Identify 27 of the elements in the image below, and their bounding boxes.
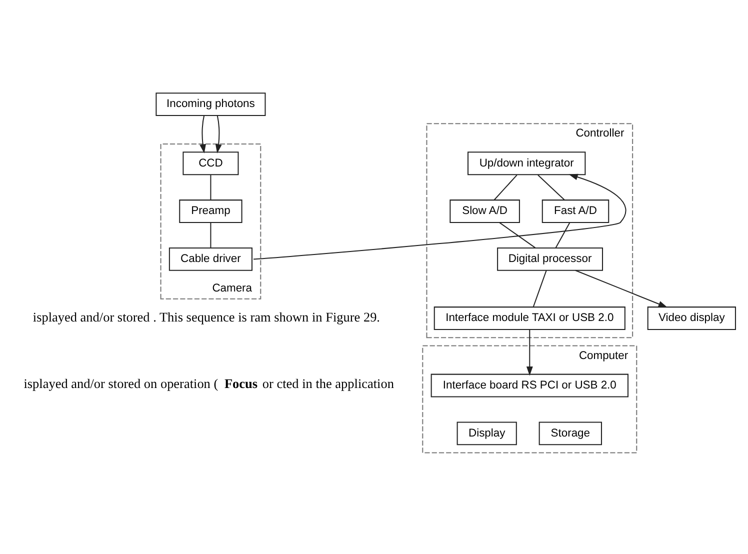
node-box: Interface board RS PCI or USB 2.0 [430, 374, 628, 398]
connector [494, 174, 518, 200]
arrow [253, 174, 626, 260]
node-box: Display [456, 422, 517, 446]
node-box: Preamp [179, 200, 242, 223]
node-box: Up/down integrator [468, 152, 586, 176]
connector [499, 222, 536, 248]
connector [210, 175, 212, 200]
arrow [215, 115, 222, 154]
node-box: Cable driver [168, 247, 252, 271]
arrow [575, 270, 668, 308]
node-box: Fast A/D [542, 200, 610, 223]
arrow [526, 329, 533, 376]
connector [555, 222, 570, 248]
label: isplayed and/or stored on operation (Focus or cted in the application [24, 376, 394, 391]
connector [532, 270, 547, 307]
node-box: Digital processor [497, 247, 604, 271]
arrow [200, 115, 206, 154]
node-box: Slow A/D [450, 200, 520, 223]
node-box: CCD [182, 152, 239, 176]
node-box: Video display [647, 306, 736, 330]
connector [210, 222, 212, 248]
connector [538, 174, 565, 200]
node-box: Storage [538, 422, 602, 446]
node-box: Incoming photons [156, 92, 266, 116]
label: isplayed and/or stored . This sequence is ram shown in Figure 29. [32, 310, 380, 325]
node-box: Interface module TAXI or USB 2.0 [434, 306, 626, 330]
